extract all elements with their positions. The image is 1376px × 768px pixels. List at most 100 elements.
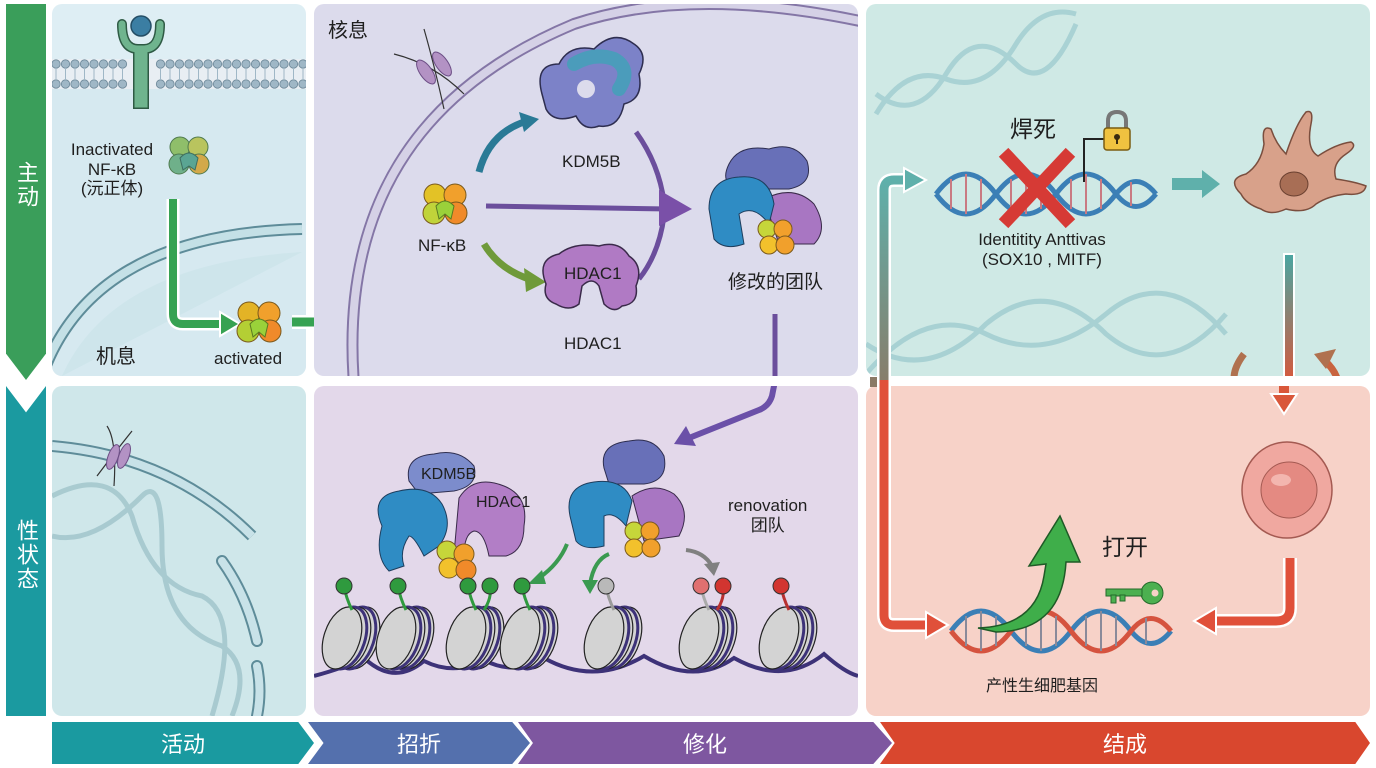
activation-arrow <box>169 199 222 328</box>
panel1-art <box>52 15 306 376</box>
nfkb-label: NF-κB <box>418 236 467 255</box>
lipid-bilayer <box>52 59 306 89</box>
modified-complex-icon <box>708 146 822 255</box>
nfkb-complex-icon <box>422 183 468 225</box>
stage-label-recruitment: 招折 <box>396 732 441 757</box>
panel-state-left <box>52 386 306 716</box>
cycle-arrow-left <box>1230 351 1247 376</box>
nucleus-label: 核息 <box>328 20 368 42</box>
arrow-to-melanocyte <box>1172 170 1220 198</box>
upregulation-arrow-icon <box>977 514 1082 633</box>
nfkb-activated-icon <box>236 301 282 343</box>
row-label-state: 性状态 <box>14 519 39 591</box>
kdm5b-label: KDM5B <box>562 152 621 171</box>
lipid-head <box>155 59 166 69</box>
stage-modification: 修化 <box>518 722 892 764</box>
row-tab-state <box>6 386 46 716</box>
lipid-head <box>231 79 242 89</box>
lipid-head <box>250 59 261 69</box>
stage-activity: 活动 <box>52 722 314 764</box>
nuclear-pore-icon <box>96 425 133 487</box>
nucleosome-icon <box>499 605 559 671</box>
row-label-active: 主动 <box>14 161 39 209</box>
histone-mark-green <box>513 577 531 595</box>
panel-activation: Inactivated NF-κB (沅正体) 机息 activated <box>52 4 306 376</box>
complex-kdm5b-hdac1-icon <box>377 452 526 581</box>
lipid-head <box>174 59 185 69</box>
stage-label-formation: 结成 <box>1102 732 1147 757</box>
histone-mark-red <box>714 577 732 595</box>
identity-genes-label: Identitity Anttivas (SOX10 , MITF) <box>978 230 1106 269</box>
histone-mark-green <box>335 577 353 595</box>
lipid-head <box>89 59 99 69</box>
lipid-head <box>203 59 213 69</box>
silenced-label: 焊死 <box>1010 116 1056 142</box>
stage-label-activity: 活动 <box>160 732 205 757</box>
complex-label: 修改的团队 <box>728 272 824 293</box>
panel3-art <box>866 9 1367 376</box>
stage-formation: 结成 <box>880 722 1370 764</box>
lipid-head <box>212 59 223 69</box>
lipid-head <box>279 79 289 89</box>
lipid-head <box>89 79 99 89</box>
lipid-head <box>241 79 251 89</box>
arrow-to-kdm5b <box>475 118 526 173</box>
stage-label-modification: 修化 <box>682 732 727 757</box>
histone-mark-green <box>481 577 499 595</box>
lipid-head <box>52 59 61 69</box>
nucleosome-icon <box>678 605 738 671</box>
lipid-head <box>117 79 128 89</box>
histone-mark-gray <box>597 577 615 595</box>
lipid-head <box>203 79 213 89</box>
lipid-head <box>98 59 109 69</box>
dna-helix-icon <box>949 608 1173 654</box>
lipid-head <box>155 79 166 89</box>
background-dna-icon <box>52 482 243 716</box>
lipid-head <box>60 79 71 89</box>
lipid-head <box>108 79 118 89</box>
panel5-art <box>314 386 858 678</box>
red-x-icon <box>998 147 1076 229</box>
nuclear-pore-icon <box>393 28 465 110</box>
histone-mark-red <box>772 577 790 595</box>
lipid-head <box>269 79 280 89</box>
lipid-head <box>250 79 261 89</box>
panel2-art <box>346 4 858 376</box>
cytoplasm-label: 机息 <box>96 346 136 368</box>
histone-mark-green <box>389 577 407 595</box>
nucleosome-icon <box>321 605 381 671</box>
row-tab-active <box>6 4 46 380</box>
lipid-head <box>108 59 118 69</box>
arrow-from-cell <box>1214 558 1295 626</box>
lipid-head <box>184 79 194 89</box>
protein-hdac1-icon <box>542 243 640 311</box>
lipid-head <box>184 59 194 69</box>
nucleosome-icon <box>758 605 818 671</box>
hdac1-inner-label: HDAC1 <box>564 264 622 283</box>
panel-identity-silencing: 焊死 Identitity Anttivas (SOX10 , MITF) <box>866 4 1370 376</box>
histone-mark-green <box>459 577 477 595</box>
panel6-art <box>949 386 1333 654</box>
panel4-art <box>52 425 266 716</box>
kdm5b-label-complex: KDM5B <box>421 466 477 483</box>
lipid-head <box>70 59 80 69</box>
lipid-head <box>174 79 185 89</box>
lipid-head <box>288 59 299 69</box>
nfkb-complex-icon <box>168 136 210 175</box>
key-icon <box>1105 581 1164 605</box>
lipid-head <box>98 79 109 89</box>
renovation-complex-icon <box>568 439 685 558</box>
protein-kdm5b-icon <box>539 36 644 129</box>
lipid-head <box>165 59 175 69</box>
lipid-head <box>70 79 80 89</box>
lipid-head <box>260 59 270 69</box>
lipid-head <box>222 59 232 69</box>
open-label: 打开 <box>1102 534 1148 560</box>
lipid-head <box>298 59 306 69</box>
arrow-to-complex <box>485 203 670 212</box>
transition-arrow-down <box>1283 253 1295 376</box>
inactivated-nfkb-label: Inactivated NF-κB (沅正体) <box>70 140 154 199</box>
hdac1-label-complex: HDAC1 <box>476 494 531 511</box>
lipid-head <box>60 59 71 69</box>
lipid-head <box>279 59 289 69</box>
